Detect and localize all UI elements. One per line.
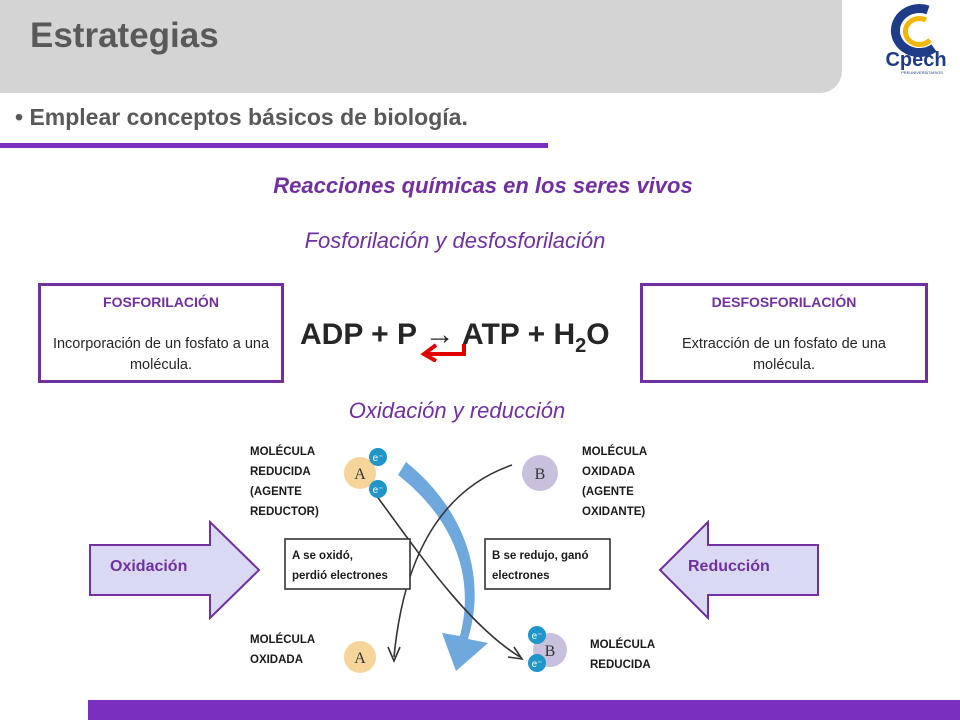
title-bar	[0, 0, 842, 93]
heading-reactions: Reacciones químicas en los seres vivos	[273, 173, 693, 198]
electron-a1-label: e⁻	[373, 453, 384, 464]
heading-oxidation: Oxidación y reducción	[348, 398, 566, 423]
electron-a2-label: e⁻	[373, 485, 384, 496]
molecule-b-label: B	[535, 466, 546, 483]
equation-right: ATP + H	[454, 318, 576, 351]
phosphorylation-text: Incorporación de un fosfato a una molécu…	[52, 336, 270, 373]
caption-bottom-left: MOLÉCULA OXIDADA	[250, 633, 318, 666]
box-a-text: A se oxidó, perdió electrones	[292, 550, 388, 582]
equation-subscript: 2	[575, 335, 587, 357]
curved-arrow-left	[393, 464, 513, 658]
reduction-label: Reducción	[688, 558, 770, 575]
molecule-b-label-bottom: B	[545, 643, 556, 660]
electron-b2-label: e⁻	[532, 659, 543, 670]
logo-text: Cpech	[885, 49, 946, 71]
phosphorylation-title: FOSFORILACIÓN	[103, 294, 219, 310]
molecule-a-reduced	[344, 457, 376, 489]
footer-bar	[88, 700, 960, 720]
heading-phosphorylation: Fosforilación y desfosforilación	[304, 228, 606, 253]
equation-arrow: →	[424, 318, 455, 351]
bullet-underline	[0, 143, 548, 148]
dephosphorylation-title: DESFOSFORILACIÓN	[711, 294, 857, 310]
electron-flow-arrow	[398, 462, 488, 671]
electron-b2	[528, 654, 546, 672]
oxidation-arrow-icon	[89, 520, 261, 620]
dephosphorylation-text: Extracción de un fosfato de una molécula…	[682, 336, 886, 373]
reverse-arrow-icon	[420, 343, 466, 362]
caption-bottom-right: MOLÉCULA REDUCIDA	[590, 638, 658, 671]
equation-left: ADP + P	[300, 318, 425, 351]
bullet-marker: •	[15, 104, 24, 130]
redox-diagram: A e⁻ e⁻ B A B e⁻ e⁻ MOLÉCULA REDUCIDA (A…	[250, 445, 658, 673]
curved-arrow-right-head	[507, 646, 524, 661]
electron-a2	[369, 480, 387, 498]
dephosphorylation-box: DESFOSFORILACIÓN Extracción de un fosfat…	[640, 283, 928, 383]
electron-b1	[528, 626, 546, 644]
curved-arrow-left-head	[387, 646, 401, 664]
cpech-logo: Cpech PREUNIVERSITARIOS	[885, 4, 947, 75]
phosphorylation-box: FOSFORILACIÓN Incorporación de un fosfat…	[38, 283, 284, 383]
molecule-b-oxidized	[522, 455, 558, 491]
equation-end: O	[586, 318, 610, 351]
molecule-a-oxidized	[344, 641, 376, 673]
bullet-text: Emplear conceptos básicos de biología.	[29, 104, 468, 130]
electron-a1	[369, 448, 387, 466]
bullet-item: • Emplear conceptos básicos de biología.	[15, 104, 468, 131]
reduction-arrow-icon	[658, 520, 819, 620]
molecule-a-label-bottom: A	[354, 650, 366, 667]
caption-top-left: MOLÉCULA REDUCIDA (AGENTE REDUCTOR)	[250, 445, 319, 518]
curved-arrow-right	[375, 494, 521, 658]
page-title: Estrategias	[30, 16, 219, 55]
atp-equation: ADP + P → ATP + H2O	[300, 318, 610, 358]
caption-top-right: MOLÉCULA OXIDADA (AGENTE OXIDANTE)	[582, 445, 650, 518]
oxidation-label: Oxidación	[110, 558, 188, 575]
molecule-a-label: A	[354, 466, 366, 483]
box-b-text: B se redujo, ganó electrones	[492, 550, 592, 582]
box-b-frame	[484, 538, 611, 590]
electron-b1-label: e⁻	[532, 631, 543, 642]
logo-subtext: PREUNIVERSITARIOS	[901, 70, 943, 75]
box-a-frame	[284, 538, 411, 590]
